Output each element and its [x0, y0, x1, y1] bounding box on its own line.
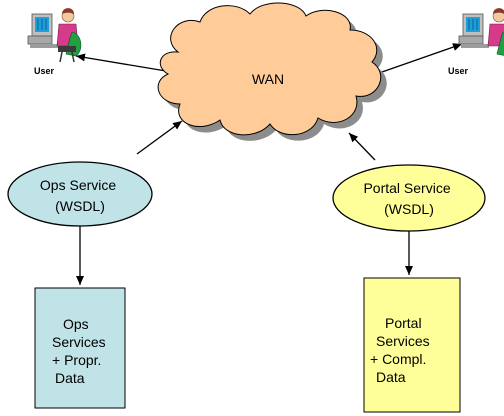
ops-data-label: Ops Services + Propr. Data	[52, 316, 110, 386]
portal-service-node: Portal Service (WSDL)	[332, 164, 486, 232]
user-left: User	[27, 8, 82, 76]
portal-data-box	[363, 277, 461, 413]
user-right-label: User	[448, 66, 469, 76]
edge-portal-service-to-wan	[348, 132, 376, 161]
computer-user-icon	[27, 8, 82, 63]
edge-wan-to-user-right	[381, 43, 463, 73]
edges	[75, 43, 463, 285]
edge-wan-to-user-left	[75, 53, 173, 73]
portal-service-ellipse	[332, 164, 486, 232]
portal-data-node: Portal Services + Compl. Data	[363, 277, 461, 413]
wan-cloud-shape	[157, 2, 382, 136]
ops-data-node: Ops Services + Propr. Data	[34, 287, 126, 409]
portal-data-label: Portal Services + Compl. Data	[370, 315, 434, 385]
ops-data-box	[34, 287, 126, 409]
computer-user-icon	[458, 8, 504, 56]
ops-service-ellipse	[7, 161, 153, 227]
ops-service-node: Ops Service (WSDL)	[7, 161, 153, 227]
user-right: User	[448, 8, 504, 76]
edge-ops-service-to-wan	[136, 120, 183, 155]
wan-label: WAN	[252, 71, 284, 87]
portal-service-label: Portal Service (WSDL)	[363, 180, 454, 217]
user-left-label: User	[34, 66, 55, 76]
ops-service-label: Ops Service (WSDL)	[40, 177, 120, 214]
wan-cloud: WAN	[157, 2, 387, 141]
